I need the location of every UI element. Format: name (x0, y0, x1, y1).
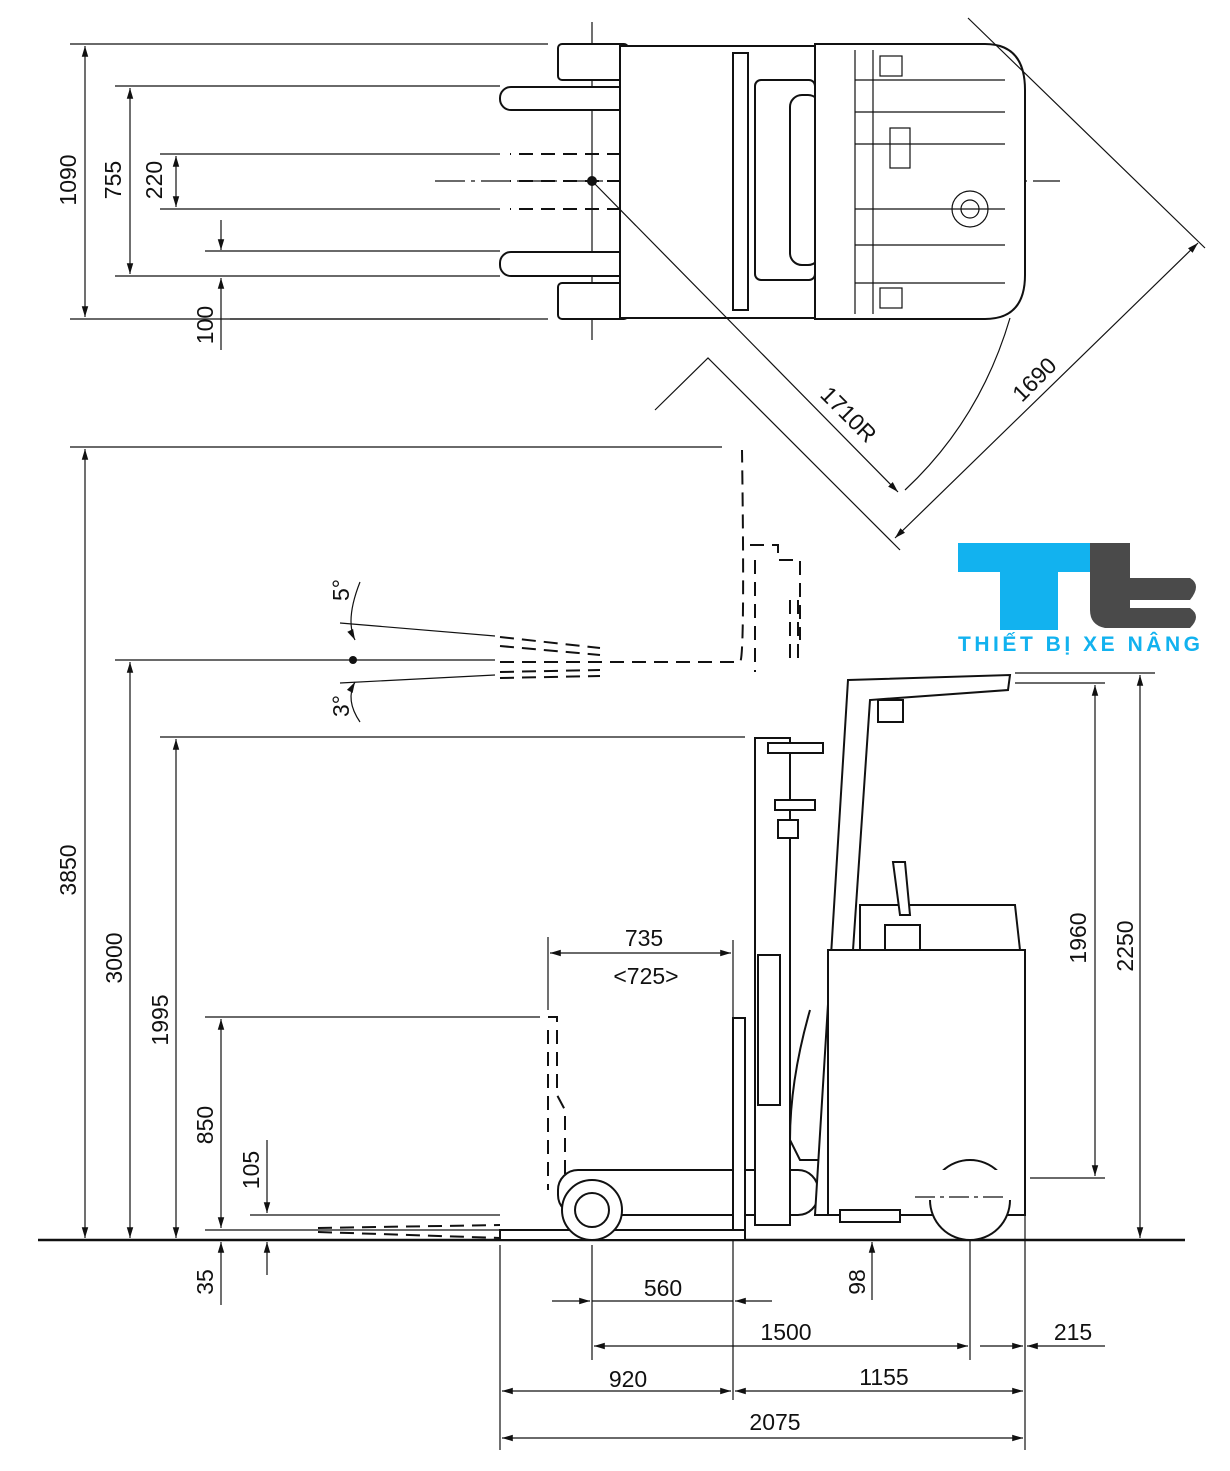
dim-725: <725> (613, 963, 678, 989)
dim-1500: 1500 (760, 1319, 811, 1345)
truck-side (317, 673, 1026, 1241)
dim-35: 35 (192, 1269, 218, 1295)
side-view: 3850 3000 1995 850 105 35 1960 2250 98 5… (38, 446, 1185, 1450)
logo-text: THIẾT BỊ XE NÂNG (958, 632, 1200, 656)
logo-t-mark (958, 543, 1093, 630)
dim-560: 560 (644, 1275, 682, 1301)
dim-105: 105 (238, 1151, 264, 1189)
tilt-backward-label: 3° (328, 695, 354, 717)
logo-b-mark (1090, 543, 1196, 628)
dim-1710r: 1710R (816, 381, 882, 447)
dim-220: 220 (141, 161, 167, 199)
truck-body-top (619, 43, 1026, 320)
dim-3850: 3850 (55, 844, 81, 895)
dim-1960: 1960 (1065, 912, 1091, 963)
dim-1155: 1155 (859, 1364, 908, 1390)
dim-3000: 3000 (101, 932, 127, 983)
dim-100: 100 (192, 306, 218, 344)
turning-radius-geometry (591, 17, 1206, 551)
dim-920: 920 (609, 1366, 647, 1392)
dim-2250: 2250 (1112, 920, 1138, 971)
dim-755: 755 (100, 161, 126, 199)
dim-2075: 2075 (749, 1409, 800, 1435)
dim-1995: 1995 (147, 994, 173, 1045)
dim-1690: 1690 (1007, 352, 1062, 407)
dim-735: 735 (625, 925, 663, 951)
logo: THIẾT BỊ XE NÂNG (958, 543, 1200, 656)
dim-1090: 1090 (55, 154, 81, 205)
top-view: 1090 755 220 100 (55, 17, 1206, 551)
dim-215: 215 (1054, 1319, 1092, 1345)
tilt-forward-label: 5° (328, 579, 354, 601)
tilt-geometry (339, 449, 801, 723)
dim-850: 850 (192, 1106, 218, 1144)
dim-98: 98 (844, 1269, 870, 1295)
